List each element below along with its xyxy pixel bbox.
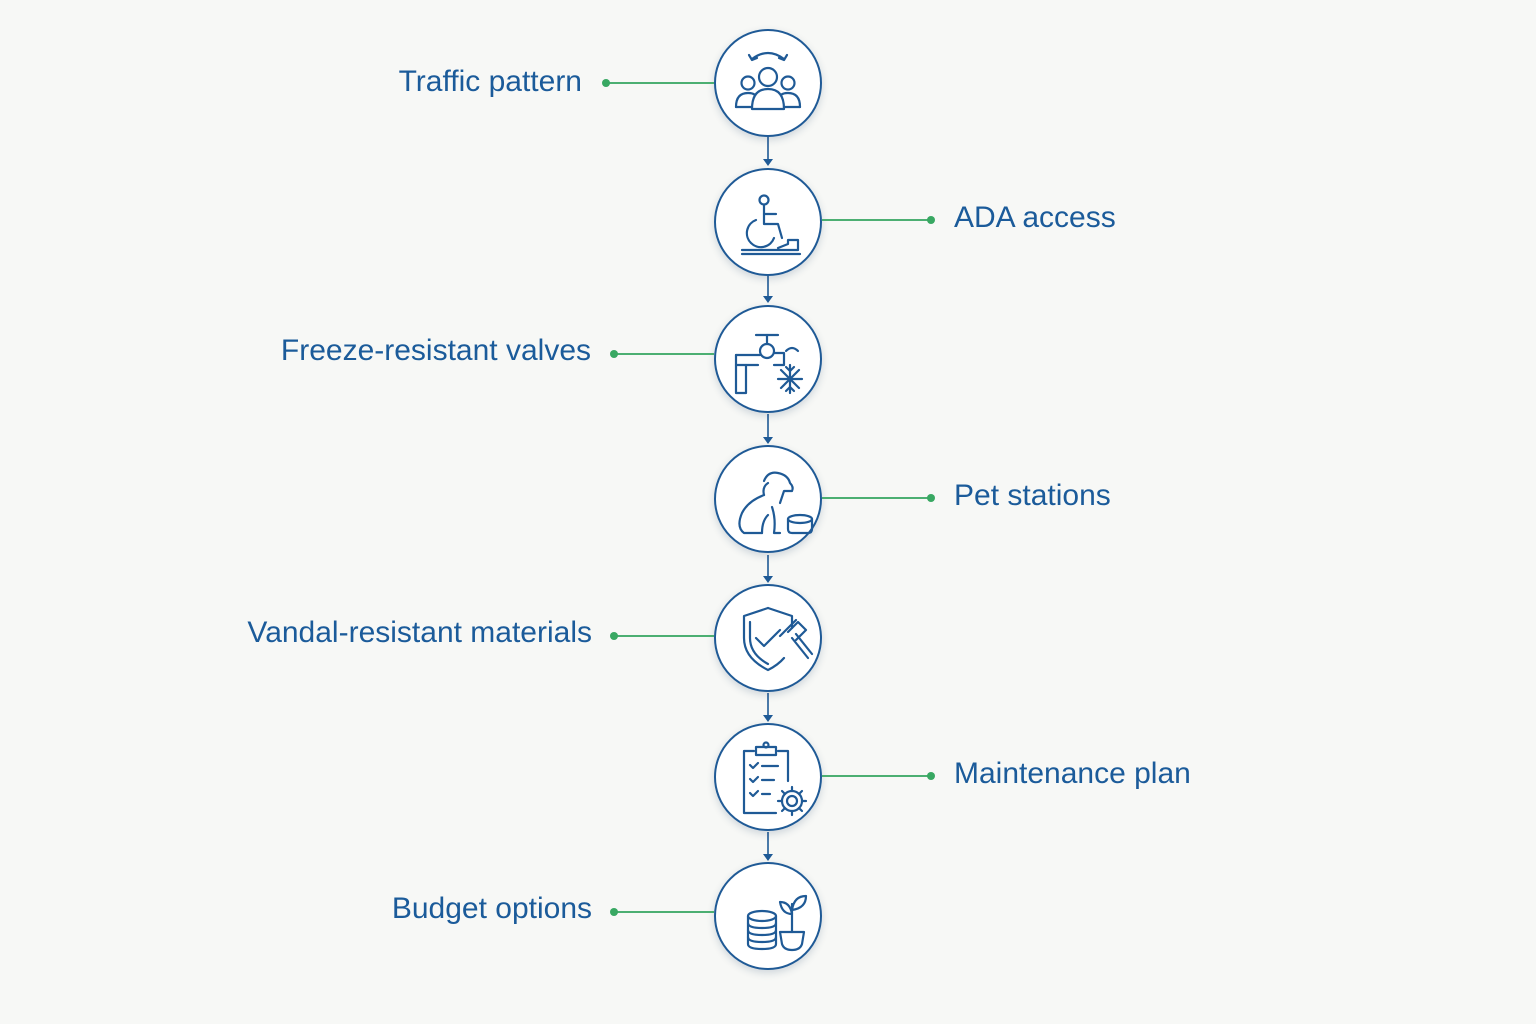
connector-dot (927, 772, 935, 780)
step-label-traffic-pattern: Traffic pattern (398, 65, 582, 98)
step-label-vandal-materials: Vandal-resistant materials (247, 616, 592, 649)
arrow-down-icon (763, 296, 773, 303)
step-label-pet-stations: Pet stations (954, 479, 1111, 512)
shield-hammer-icon (742, 606, 814, 672)
connector-dot (610, 908, 618, 916)
step-label-freeze-valves: Freeze-resistant valves (280, 334, 591, 367)
step-traffic-pattern-node (714, 29, 822, 137)
connector-dot (927, 216, 935, 224)
step-budget-options-node (714, 862, 822, 970)
connector-line (822, 497, 930, 499)
step-label-ada-access: ADA access (954, 201, 1116, 234)
connector-line (614, 353, 714, 355)
faucet-snowflake-icon (734, 333, 804, 395)
step-pet-stations-node (714, 445, 822, 553)
step-ada-access-node (714, 168, 822, 276)
people-cycle-icon (734, 51, 802, 111)
step-freeze-valves-node (714, 305, 822, 413)
connector-dot (927, 494, 935, 502)
arrow-down-icon (763, 576, 773, 583)
step-label-budget-options: Budget options (391, 892, 592, 925)
connector-line (606, 82, 714, 84)
step-vandal-materials-node (714, 584, 822, 692)
dog-bowl-icon (738, 471, 814, 535)
coins-plant-icon (746, 894, 808, 952)
step-maintenance-plan-node (714, 723, 822, 831)
connector-line (822, 775, 930, 777)
arrow-down-icon (763, 437, 773, 444)
wheelchair-ramp-icon (740, 194, 802, 256)
connector-line (614, 635, 714, 637)
connector-dot (610, 632, 618, 640)
step-label-maintenance-plan: Maintenance plan (954, 757, 1191, 790)
arrow-down-icon (763, 854, 773, 861)
arrow-down-icon (763, 159, 773, 166)
connector-line (614, 911, 714, 913)
connector-line (822, 219, 930, 221)
clipboard-gear-icon (742, 741, 808, 817)
connector-dot (602, 79, 610, 87)
connector-dot (610, 350, 618, 358)
arrow-down-icon (763, 715, 773, 722)
